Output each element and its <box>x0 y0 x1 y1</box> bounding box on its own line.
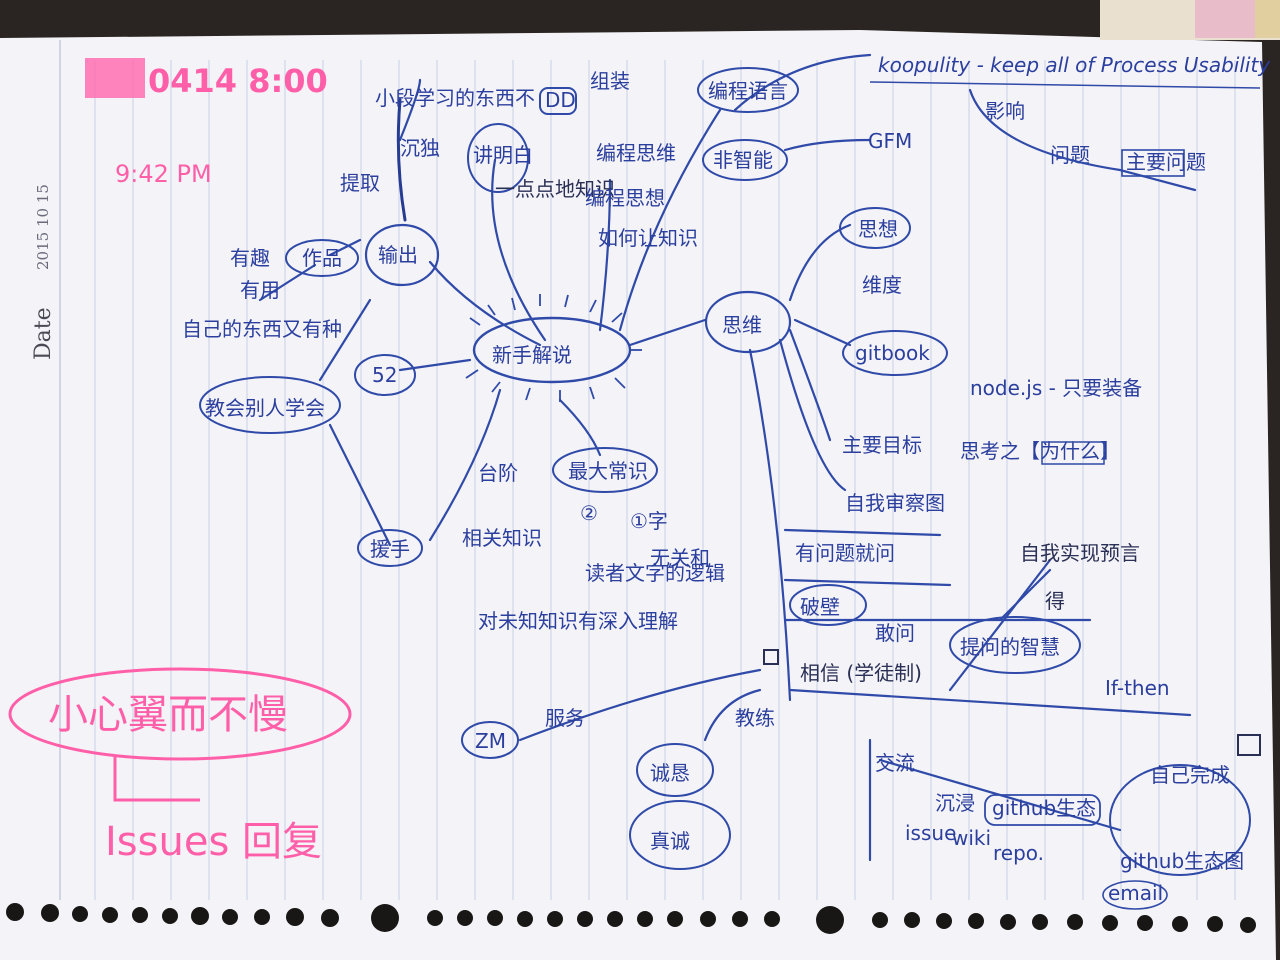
node-zm: ZM <box>475 729 506 753</box>
ruled-lines <box>59 40 1236 900</box>
node-exchange: 交流 <box>875 751 915 775</box>
node-ifthen: If-then <box>1105 676 1170 700</box>
node-language: 沉浸 <box>935 791 975 815</box>
output-cluster: 输出 作品 有趣 有用 自己的东西又有种 提取 沉独 小段学习的东西不 教会别人… <box>182 86 535 567</box>
node-interest: 有趣 <box>230 246 270 270</box>
node-ask-questions: 有问题就问 <box>795 541 895 565</box>
sincere-cluster: ZM 服务 教练 诚恳 真诚 <box>461 706 775 870</box>
node-read-text: 读者文字的逻辑 <box>585 561 725 585</box>
node-blog-alone: 一点点地知识 <box>495 177 615 201</box>
node-wisdom: 提问的智慧 <box>960 635 1060 659</box>
node-github-map: github生态图 <box>1120 849 1244 873</box>
node-programming-ideas: 编程思想 <box>585 186 665 210</box>
node-thinking: 思维 <box>722 313 762 337</box>
pink-annotations: 0414 8:00 9:42 PM 小心翼而不慢 Issues 回复 <box>8 58 352 865</box>
node-koopuility: koopulity - keep all of Process Usabilit… <box>878 53 1271 77</box>
node-writing: 编程思维 <box>596 141 676 165</box>
node-biggest-knowledge: 最大常识 <box>568 459 648 483</box>
paper-sheet <box>0 30 1276 960</box>
node-useful: 有用 <box>240 278 280 302</box>
node-think-why: 思考之【为什么】 <box>960 439 1120 463</box>
node-52: 52 <box>372 363 397 387</box>
node-output: 输出 <box>378 243 418 267</box>
node-extract: 提取 <box>340 171 380 195</box>
node-support: 主要问题 <box>1126 150 1206 174</box>
node-think-alone: 沉独 <box>400 136 440 160</box>
node-sincere: 真诚 <box>650 829 690 853</box>
node-aid: 援手 <box>370 537 410 561</box>
node-study: 教练 <box>735 706 775 730</box>
node-non-smart: 非智能 <box>713 148 773 172</box>
node-word: ①字 <box>630 509 668 533</box>
node-serve: 服务 <box>545 706 585 730</box>
node-dd: DD <box>545 88 576 112</box>
node-know-myself: 自己的东西又有种 <box>182 317 342 341</box>
node-influence: 影响 <box>985 99 1025 123</box>
connectors <box>258 53 1192 862</box>
node-teach-learn: 教会别人学会 <box>205 396 325 420</box>
node-email: email <box>1108 881 1163 905</box>
node-issue: issue <box>905 821 956 845</box>
node-nodejs: node.js - 只要装备 <box>970 376 1142 400</box>
node-dimension: 维度 <box>862 273 902 297</box>
node-self-made: 自己完成 <box>1150 763 1230 787</box>
node-get: 得 <box>1045 589 1065 613</box>
pink-motto: 小心翼而不慢 <box>48 692 288 738</box>
node-origin: 思想 <box>858 217 898 241</box>
knowledge-cluster: 台阶 相关知识 对未知知识有深入理解 最大常识 ①字 无关和 ② 读者文字的逻辑 <box>462 447 725 633</box>
node-small-habit: 小段学习的东西不 <box>375 86 535 110</box>
node-unrelated: 无关和 <box>650 546 710 570</box>
node-stairs: 台阶 <box>478 461 518 485</box>
date-label: Date <box>31 307 56 360</box>
pink-time-sub: 9:42 PM <box>115 160 212 188</box>
node-self-realize: 自我实现预言 <box>1020 541 1140 565</box>
node-ask: 敢问 <box>875 621 915 645</box>
node-sincere-lang: 诚恳 <box>650 761 690 785</box>
pink-time-top: 0414 8:00 <box>148 62 328 100</box>
central-node: 新手解说 <box>465 294 642 402</box>
center-label: 新手解说 <box>492 343 572 367</box>
date-column: Date 2015 10 15 <box>31 184 56 360</box>
node-github-eco: github生态 <box>992 796 1096 820</box>
node-self-check: 自我审察图 <box>845 491 945 515</box>
node-break-wall: 破壁 <box>800 595 840 619</box>
pink-issues: Issues 回复 <box>105 819 322 865</box>
node-item2: ② <box>580 501 598 525</box>
node-gitbook: gitbook <box>855 341 930 365</box>
node-repo: repo. <box>993 841 1044 865</box>
node-main-goal: 主要目标 <box>842 433 922 457</box>
upper-cluster: 讲明白 DD 组装 一点点地知识 编程思维 编程思想 如何让知识 编程语言 非智… <box>467 53 1271 250</box>
node-wiki: wiki <box>952 826 991 850</box>
date-value: 2015 10 15 <box>34 184 52 270</box>
thinking-cluster: 思维 思想 维度 gitbook node.js - 只要装备 思考之【为什么】… <box>704 207 1261 910</box>
node-koop-short: 编程语言 <box>708 79 788 103</box>
pink-motto-ellipse <box>8 667 352 761</box>
node-details: 对未知知识有深入理解 <box>478 609 678 633</box>
binder-holes <box>6 903 1256 934</box>
node-if-know: 如何让知识 <box>598 226 698 250</box>
node-trust: 相信 (学徒制) <box>800 661 922 685</box>
node-ppt: 讲明白 <box>473 143 533 167</box>
node-organize: 组装 <box>590 69 630 93</box>
node-gfm: GFM <box>868 129 912 153</box>
node-knowledge: 相关知识 <box>462 526 542 550</box>
node-work: 作品 <box>302 246 342 270</box>
